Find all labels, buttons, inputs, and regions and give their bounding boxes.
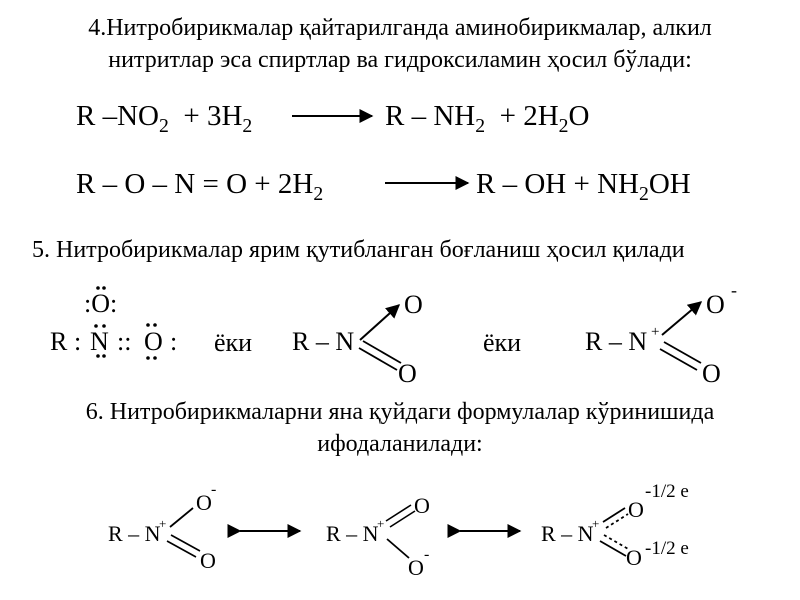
equation-nitro-reduction: R –NO2 + 3H2 — [76, 100, 253, 137]
or-word-1: ёки — [214, 328, 252, 357]
svg-text:O: O — [706, 290, 725, 319]
svg-text:R – N: R – N — [541, 521, 594, 546]
resonance-hybrid: R – N + O -1/2 e O -1/2 e — [541, 481, 689, 570]
lewis-double-colon: :: — [117, 327, 131, 356]
svg-text:R – N: R – N — [326, 521, 379, 546]
svg-text:-: - — [424, 546, 429, 563]
lone-pair-dots — [94, 286, 157, 360]
item6-heading-line1: 6. Нитробирикмаларни яна қуйдаги формула… — [85, 399, 715, 425]
svg-text:-: - — [211, 481, 216, 498]
equation-nitro-reduction-product: R – NH2 + 2H2O — [385, 100, 590, 137]
lewis-oxygen: O — [144, 327, 163, 356]
or-word-2: ёки — [483, 328, 521, 357]
svg-text:-1/2 e: -1/2 e — [645, 481, 689, 502]
lewis-colon-right: : — [170, 327, 177, 356]
item4-heading-line1: 4.Нитробирикмалар қайтарилганда аминобир… — [88, 15, 712, 41]
svg-text:+: + — [159, 516, 166, 531]
svg-text:R – N: R – N — [292, 327, 354, 356]
svg-text:O: O — [702, 359, 721, 388]
lewis-colon: : — [74, 327, 81, 356]
svg-text:-1/2 e: -1/2 e — [645, 538, 689, 559]
svg-text:O: O — [626, 545, 642, 570]
resonance-structure-2: R – N + O O - — [326, 493, 430, 580]
resonance-structure-1: R – N + O - O — [108, 481, 216, 573]
svg-text:O: O — [414, 493, 430, 518]
svg-text:R – N: R – N — [108, 521, 161, 546]
svg-text:+: + — [377, 516, 384, 531]
lewis-nitrogen: N — [90, 327, 109, 356]
svg-text:R – N: R – N — [585, 327, 647, 356]
svg-text:O: O — [200, 548, 216, 573]
item5-heading: 5. Нитробирикмалар ярим қутибланган боғл… — [32, 237, 685, 263]
lewis-r: R — [50, 327, 68, 356]
svg-text:O: O — [196, 490, 212, 515]
svg-text:O: O — [398, 359, 417, 388]
equation-nitrite-reduction-product: R – OH + NH2OH — [476, 168, 691, 205]
lewis-top-oxygen: :O: — [84, 289, 117, 318]
equation-nitrite-reduction: R – O – N = O + 2H2 — [76, 168, 324, 205]
lewis-structure: :O: R : N :: O : — [50, 286, 177, 360]
nitro-structure-coordinate-bond: R – N O O — [292, 290, 423, 388]
svg-text:+: + — [592, 516, 599, 531]
nitro-structure-charged: R – N + O - O — [585, 280, 737, 388]
item6-heading-line2: ифодаланилади: — [317, 431, 483, 457]
svg-text:+: + — [651, 324, 659, 340]
svg-text:O: O — [408, 555, 424, 580]
svg-text:O: O — [404, 290, 423, 319]
svg-text:-: - — [731, 280, 737, 300]
item4-heading-line2: нитритлар эса спиртлар ва гидроксиламин … — [108, 47, 692, 73]
svg-text:O: O — [628, 497, 644, 522]
